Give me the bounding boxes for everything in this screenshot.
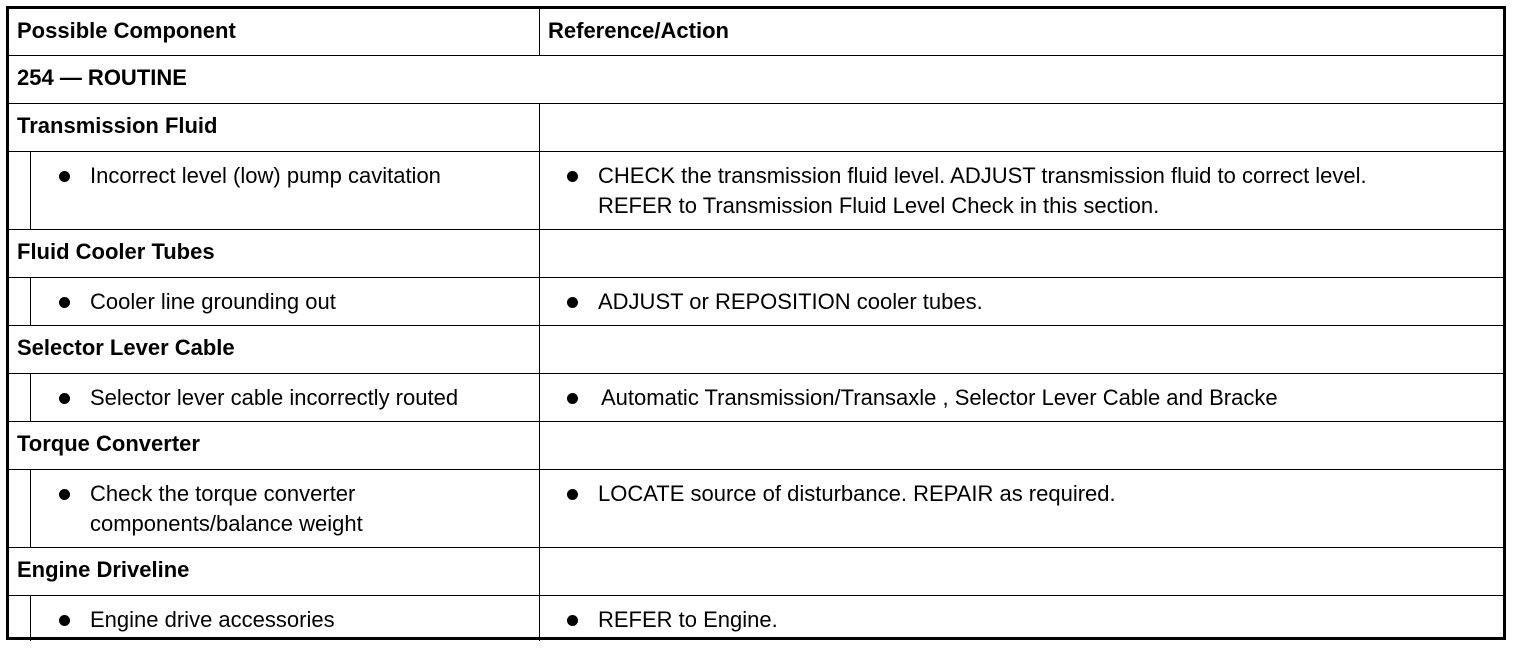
cause-row: Check the torque converter components/ba… [9,470,1503,548]
component-row-fluid-cooler-tubes: Fluid Cooler Tubes [9,230,1503,278]
action-text: REFER to Engine. [598,607,778,632]
component-name: Fluid Cooler Tubes [9,230,540,277]
component-action-empty [540,548,1503,595]
component-name: Engine Driveline [9,548,540,595]
bullet-icon [567,393,578,404]
cause-cell: Cooler line grounding out [9,278,540,325]
action-cell: LOCATE source of disturbance. REPAIR as … [540,470,1503,547]
cause-text: Engine drive accessories [90,607,335,632]
bullet-icon [59,489,70,500]
component-row-engine-driveline: Engine Driveline [9,548,1503,596]
bullet-icon [59,615,70,626]
component-action-empty [540,326,1503,373]
indent-divider [30,278,31,325]
header-possible-component: Possible Component [9,9,540,55]
routine-title: 254 — ROUTINE [17,65,187,90]
cause-row: Selector lever cable incorrectly routed … [9,374,1503,422]
bullet-icon [59,297,70,308]
cause-text: Incorrect level (low) pump cavitation [90,163,441,188]
cause-cell: Selector lever cable incorrectly routed [9,374,540,421]
cause-cell: Check the torque converter components/ba… [9,470,540,547]
bullet-icon [567,615,578,626]
action-cell: REFER to Engine. [540,596,1503,641]
cause-row: Cooler line grounding out ADJUST or REPO… [9,278,1503,326]
action-text: ADJUST or REPOSITION cooler tubes. [598,289,983,314]
routine-row: 254 — ROUTINE [9,56,1503,104]
bullet-icon [59,171,70,182]
cause-row: Engine drive accessories REFER to Engine… [9,596,1503,641]
action-text: CHECK the transmission fluid level. ADJU… [598,163,1367,218]
action-text: LOCATE source of disturbance. REPAIR as … [598,481,1116,506]
action-text: Automatic Transmission/Transaxle , Selec… [601,385,1278,410]
component-row-selector-lever-cable: Selector Lever Cable [9,326,1503,374]
component-name: Selector Lever Cable [9,326,540,373]
bullet-icon [567,171,578,182]
diagnostic-table: Possible Component Reference/Action 254 … [6,6,1506,641]
component-action-empty [540,422,1503,469]
component-name: Transmission Fluid [9,104,540,151]
cause-cell: Incorrect level (low) pump cavitation [9,152,540,229]
component-row-transmission-fluid: Transmission Fluid [9,104,1503,152]
bullet-icon [567,297,578,308]
cause-cell: Engine drive accessories [9,596,540,641]
cause-text: Cooler line grounding out [90,289,336,314]
action-cell: Automatic Transmission/Transaxle , Selec… [540,374,1503,421]
component-action-empty [540,230,1503,277]
action-cell: ADJUST or REPOSITION cooler tubes. [540,278,1503,325]
header-reference-action: Reference/Action [548,18,729,43]
indent-divider [30,152,31,229]
cause-text: Selector lever cable incorrectly routed [90,385,459,410]
component-row-torque-converter: Torque Converter [9,422,1503,470]
bullet-icon [567,489,578,500]
indent-divider [30,374,31,421]
cause-row: Incorrect level (low) pump cavitation CH… [9,152,1503,230]
action-cell: CHECK the transmission fluid level. ADJU… [540,152,1503,229]
table-header-row: Possible Component Reference/Action [9,9,1503,56]
component-name: Torque Converter [9,422,540,469]
indent-divider [30,470,31,547]
cause-text: Check the torque converter components/ba… [90,481,363,536]
component-action-empty [540,104,1503,151]
bullet-icon [59,393,70,404]
indent-divider [30,596,31,641]
